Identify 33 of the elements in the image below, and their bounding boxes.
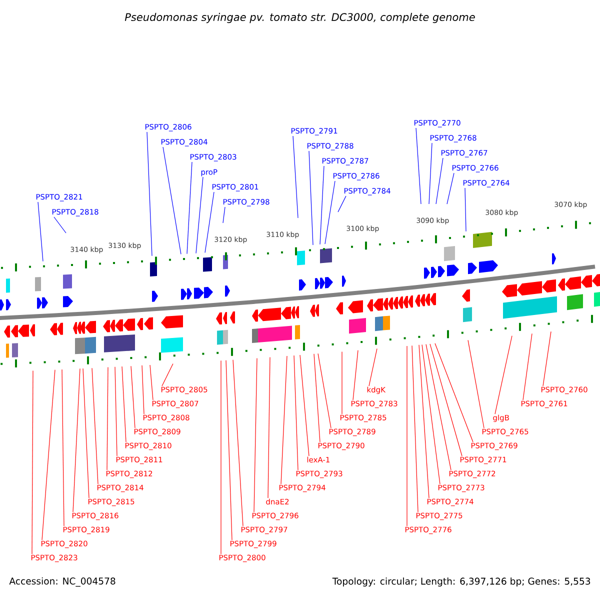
leader-line (314, 354, 320, 442)
leader-line (446, 172, 454, 204)
leader-line (418, 344, 430, 498)
leader-line (320, 166, 324, 245)
leader-line (300, 354, 310, 456)
leader-line (318, 353, 332, 428)
leader-line (436, 158, 444, 204)
leader-line (422, 344, 440, 484)
leader-line (226, 360, 232, 540)
leader-line (468, 340, 484, 428)
leader-line (186, 162, 192, 254)
leader-line (114, 366, 118, 456)
leader-line (426, 344, 452, 470)
leader-line (428, 142, 432, 204)
leader-line (232, 360, 244, 526)
leader-line (196, 176, 204, 254)
leader-line (324, 180, 336, 244)
leader-line (130, 366, 136, 428)
leader-line (338, 196, 346, 212)
leader-line (82, 368, 90, 498)
leader-line (204, 192, 214, 253)
leader-line (430, 344, 462, 456)
leader-line (62, 369, 64, 526)
title: Pseudomonas syringae pv. tomato str. DC3000, complete genome (124, 12, 475, 24)
leader-line (294, 355, 298, 470)
genome-summary-text: Topology: circular; Length: 6,397,126 bp; Genes: 5,553 (332, 578, 590, 586)
leader-line (122, 366, 126, 442)
accession-text: Accession: NC_004578 (9, 577, 116, 587)
leader-line (150, 364, 154, 400)
leader-line (92, 368, 98, 484)
leader-line (412, 345, 418, 512)
leader-line (434, 343, 474, 442)
leader-line (142, 365, 144, 414)
